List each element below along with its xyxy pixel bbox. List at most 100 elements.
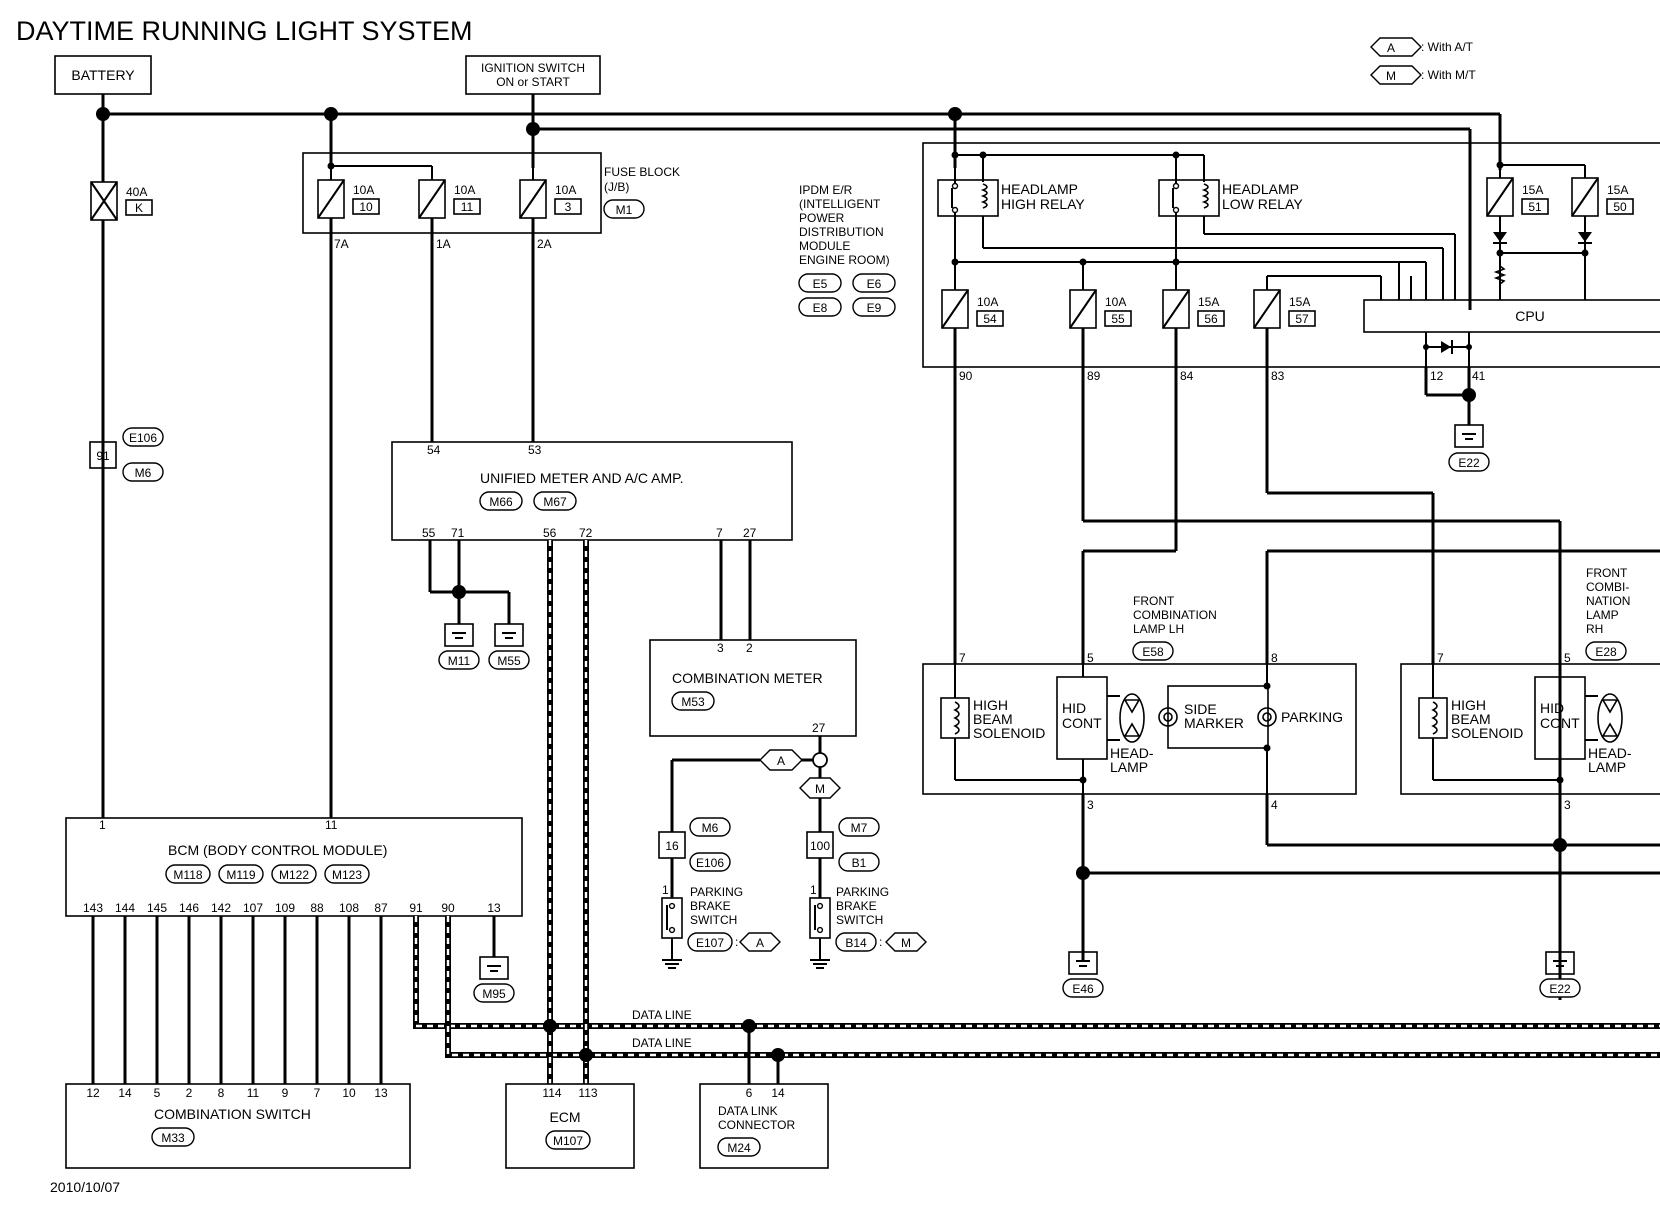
ipdm-fuse51-num: 51 — [1528, 200, 1542, 214]
ecm-pin114: 114 — [542, 1086, 561, 1100]
lamp-lh-side-line2: MARKER — [1184, 715, 1244, 731]
at-switch-conn: E107 — [696, 936, 724, 950]
bcm-pin107: 107 — [243, 901, 263, 915]
fb-fuse3-amp: 10A — [555, 183, 576, 197]
junction-conn-b: M6 — [135, 466, 152, 480]
fuse-block-label: FUSE BLOCK — [604, 165, 680, 179]
cpu-label: CPU — [1515, 308, 1545, 324]
ipdm-pin83: 83 — [1271, 369, 1285, 383]
ipdm-fuse51-amp: 15A — [1522, 183, 1543, 197]
lamp-rh-pin3: 3 — [1564, 798, 1571, 812]
mt-switch-line2: BRAKE — [836, 899, 877, 913]
at-junction-conn-b: E106 — [696, 856, 724, 870]
fb-fuse3-num: 3 — [565, 200, 572, 214]
combination-switch: 12 14 5 2 8 11 9 7 10 13 COMBINATION SWI… — [65, 1083, 411, 1169]
at-switch-symbol — [739, 932, 781, 952]
lamp-lh-hid-line2: CONT — [1062, 715, 1102, 731]
at-junction-pin: 16 — [665, 839, 679, 853]
legend: A : With A/T M : With M/T — [1370, 37, 1476, 85]
ecm-pin113: 113 — [578, 1086, 597, 1100]
data-lines: DATA LINE DATA LINE — [413, 540, 1660, 1084]
lamp-rh-line2: COMBI- — [1586, 580, 1629, 594]
mt-switch-code: M — [901, 936, 911, 950]
at-branch-symbol — [759, 749, 803, 771]
ipdm-gnd-conn: E22 — [1458, 456, 1480, 470]
lamp-lh-solenoid-line3: SOLENOID — [973, 725, 1045, 741]
cs-pin13: 13 — [374, 1086, 388, 1100]
lamp-lh-conn: E58 — [1142, 645, 1164, 659]
ipdm-conn-e6: E6 — [867, 277, 882, 291]
bcm-bottom-pins: 143 144 145 146 142 107 109 88 108 87 91… — [83, 901, 501, 915]
lamp-lh-side-line1: SIDE — [1184, 701, 1217, 717]
parking-brake-at: A 16 M6 E106 1 PARKING BRAKE SWITCH E107… — [658, 749, 813, 969]
meter-wires — [719, 540, 752, 640]
lamp-lh-solenoid-line2: BEAM — [973, 711, 1013, 727]
junction-91-pin: 91 — [96, 449, 110, 463]
front-combination-lamp-lh: FRONT COMBINATION LAMP LH E58 7 5 8 3 4 … — [922, 594, 1357, 812]
high-relay-line1: HEADLAMP — [1001, 181, 1078, 197]
combo-meter-pin2: 2 — [746, 641, 753, 655]
lamp-rh-pin5: 5 — [1564, 651, 1571, 665]
ipdm: IPDM E/R (INTELLIGENT POWER DISTRIBUTION… — [798, 142, 1660, 425]
at-branch-code: A — [777, 754, 785, 768]
lamp-lh-pin5: 5 — [1087, 651, 1094, 665]
parking-brake-mt: M 100 M7 B1 1 PARKING BRAKE SWITCH B14 :… — [799, 767, 927, 969]
ipdm-line3: POWER — [799, 211, 845, 225]
ipdm-fuse50-num: 50 — [1613, 200, 1627, 214]
battery: BATTERY — [54, 55, 152, 95]
bcm-pin90: 90 — [441, 901, 455, 915]
ignition-line1: IGNITION SWITCH — [481, 61, 585, 75]
lamp-lh-pin3: 3 — [1087, 798, 1094, 812]
ipdm-conn-e5: E5 — [813, 277, 828, 291]
battery-label: BATTERY — [71, 67, 135, 83]
bcm-switch-wires — [91, 916, 383, 1084]
cs-pin11: 11 — [247, 1086, 260, 1100]
bcm-pin146: 146 — [179, 901, 199, 915]
bcm-pin143: 143 — [83, 901, 103, 915]
junction-91: 91 E106 M6 — [89, 427, 164, 482]
ecm: 114 113 ECM M107 — [505, 1083, 635, 1169]
fuse-block-conn: M1 — [616, 203, 633, 217]
fb-pin-1a: 1A — [436, 237, 451, 251]
ipdm-fuse50-amp: 15A — [1607, 183, 1628, 197]
fuse-40a-amp: 40A — [126, 185, 147, 199]
mt-junction-conn-a: M7 — [851, 821, 868, 835]
cs-conn: M33 — [161, 1131, 185, 1145]
dlc-pin6: 6 — [746, 1086, 753, 1100]
meter-amp-conn-m66: M66 — [489, 495, 513, 509]
cs-pin5: 5 — [154, 1086, 161, 1100]
ground-e22-top: E22 — [1448, 424, 1490, 472]
dlc-line2: CONNECTOR — [718, 1118, 795, 1132]
bcm-pin108: 108 — [339, 901, 359, 915]
bcm-gnd-conn: M95 — [482, 987, 506, 1001]
lamp-lh-line3: LAMP LH — [1133, 622, 1184, 636]
data-line-label-1: DATA LINE — [632, 1008, 692, 1022]
meter-amp-pin54: 54 — [427, 443, 441, 457]
cs-pin2: 2 — [186, 1086, 193, 1100]
mt-branch-code: M — [815, 782, 825, 796]
fuse-40a: 40A K — [90, 115, 153, 818]
meter-amp-pin27: 27 — [743, 526, 757, 540]
mt-branch-symbol — [799, 777, 841, 799]
legend-mt-label: : With M/T — [1421, 68, 1476, 82]
bcm-pin144: 144 — [115, 901, 135, 915]
legend-at-code: A — [1387, 41, 1395, 55]
meter-amp-gnd-m11: M11 — [448, 654, 471, 668]
ipdm-fuse55-num: 55 — [1111, 312, 1125, 326]
lamp-rh-pin7: 7 — [1437, 651, 1444, 665]
ipdm-fuse56-amp: 15A — [1198, 295, 1219, 309]
meter-amp-pin71: 71 — [451, 526, 465, 540]
bcm-pin13: 13 — [487, 901, 501, 915]
cs-name: COMBINATION SWITCH — [154, 1106, 311, 1122]
mt-switch-symbol — [885, 932, 927, 952]
meter-amp-pin53: 53 — [528, 443, 542, 457]
fb-fuse11-num: 11 — [461, 200, 474, 214]
dlc-conn: M24 — [727, 1141, 751, 1155]
battery-bus — [96, 94, 1502, 170]
legend-at-symbol — [1370, 37, 1422, 57]
at-junction-conn-a: M6 — [702, 821, 719, 835]
lamp-rh-line1: FRONT — [1586, 566, 1628, 580]
lamp-lh-pin8: 8 — [1271, 651, 1278, 665]
mt-switch-colon: : — [879, 935, 882, 949]
